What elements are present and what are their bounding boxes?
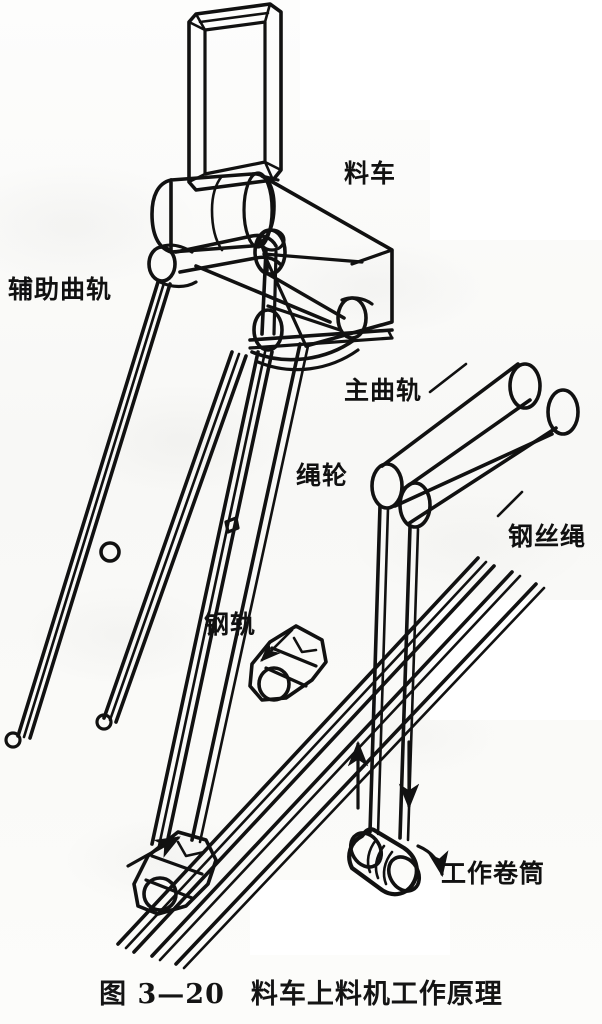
label-wire-rope: 钢丝绳 — [508, 522, 587, 551]
carriage-upper — [248, 624, 328, 702]
drum-rotation-arrow — [416, 844, 449, 878]
steel-rails — [116, 556, 546, 970]
main-rail-leader — [428, 362, 468, 394]
pulley-cluster — [370, 362, 580, 529]
auxiliary-rails — [4, 280, 248, 749]
wire-rope-leader — [496, 490, 524, 518]
carriage-upper-wheel — [257, 666, 291, 702]
lower-centre-wheel — [252, 308, 284, 352]
carriage-lower-wheel — [142, 876, 178, 912]
label-auxiliary-rail: 辅助曲轨 — [8, 275, 113, 304]
strut-vertical — [260, 248, 268, 336]
aux-rail-wheel — [147, 245, 177, 283]
figure-caption-number: 图 3—20 — [99, 979, 225, 1010]
strut-upper-right — [266, 272, 346, 320]
label-working-drum: 工作卷筒 — [441, 859, 546, 888]
skip-car-group — [150, 2, 394, 348]
figure-caption-title: 料车上料机工作原理 — [250, 979, 503, 1010]
label-steel-rail: 钢轨 — [204, 610, 257, 639]
sheave-arm-mid — [400, 398, 532, 492]
sheave-far-lower — [546, 388, 580, 436]
sheave-near-upper — [370, 462, 404, 510]
cross-bar — [248, 328, 394, 342]
skip-car-frame — [187, 2, 283, 192]
strut-vertical-b — [272, 250, 278, 336]
sheave-far-upper — [508, 362, 542, 410]
wire-ropes — [368, 490, 524, 842]
working-drum — [347, 827, 449, 897]
carriage-lower — [126, 830, 218, 916]
figure-caption: 图 3—20 料车上料机工作原理 — [0, 972, 602, 1011]
label-rope-pulley: 绳轮 — [296, 461, 349, 490]
sheave-arm-lower — [393, 432, 554, 508]
main-rails — [150, 342, 310, 850]
upper-link-bar — [174, 233, 278, 254]
steel-rail-leader — [260, 628, 294, 662]
rope-motion-arrows — [347, 740, 420, 810]
carriage-travel-arrow — [126, 836, 181, 868]
main-rail-collar — [224, 516, 240, 534]
label-main-rail: 主曲轨 — [344, 376, 423, 405]
label-skip-car: 料车 — [344, 159, 397, 188]
aux-rail-roller — [99, 541, 121, 563]
sheave-arm-top — [380, 362, 520, 468]
